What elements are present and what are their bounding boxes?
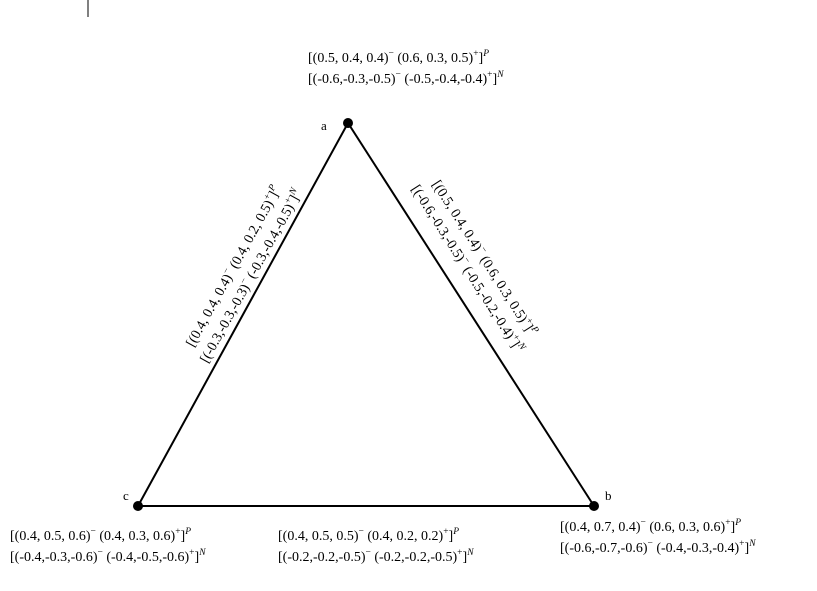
edge-bc-label: [(0.4, 0.5, 0.5)− (0.4, 0.2, 0.2)+]P [(-… [278,527,474,565]
vertex-b-label: [(0.4, 0.7, 0.4)− (0.6, 0.3, 0.6)+]P [(-… [560,518,756,556]
vertex-a-node [343,118,353,128]
vertex-b-name: b [605,488,612,503]
vertex-c-name: c [123,488,129,503]
vertex-a-p-line: [(0.5, 0.4, 0.4)− (0.6, 0.3, 0.5)+]P [308,49,489,66]
vertex-c-p-line: [(0.4, 0.5, 0.6)− (0.4, 0.3, 0.6)+]P [10,527,191,544]
vertex-c-n-line: [(-0.4,-0.3,-0.6)− (-0.4,-0.5,-0.6)+]N [10,548,206,565]
vertex-b-n-line: [(-0.6,-0.7,-0.6)− (-0.4,-0.3,-0.4)+]N [560,539,756,556]
edge-ab [347,122,595,507]
edge-ac [137,122,349,507]
edge-ac-label: [(0.4, 0.4, 0.4)− (0.4, 0.2, 0.5)+]P [(-… [184,183,306,366]
edge-ab-label: [(0.5, 0.4, 0.4)− (0.6, 0.3, 0.5)+]P [(-… [408,177,541,357]
vertex-c-node [133,501,143,511]
vertex-b-node [589,501,599,511]
vertex-c-label: [(0.4, 0.5, 0.6)− (0.4, 0.3, 0.6)+]P [(-… [10,527,206,565]
vertex-a-n-line: [(-0.6,-0.3,-0.5)− (-0.5,-0.4,-0.4)+]N [308,70,504,87]
edge-bc-n-line: [(-0.2,-0.2,-0.5)− (-0.2,-0.2,-0.5)+]N [278,548,474,565]
vertex-a-name: a [321,118,327,133]
edge-ab-n-line: [(-0.6,-0.3,-0.5)− (-0.5,-0.2,-0.4)+]N [408,182,528,357]
edge-ac-n-line: [(-0.3,-0.3,-0.3)− (-0.3,-0.4,-0.5)+]N [196,186,306,366]
vertex-a-label: [(0.5, 0.4, 0.4)− (0.6, 0.3, 0.5)+]P [(-… [308,49,504,87]
vertex-b-p-line: [(0.4, 0.7, 0.4)− (0.6, 0.3, 0.6)+]P [560,518,741,535]
edge-bc-p-line: [(0.4, 0.5, 0.5)− (0.4, 0.2, 0.2)+]P [278,527,459,544]
edge-ab-p-line: [(0.5, 0.4, 0.4)− (0.6, 0.3, 0.5)+]P [429,177,541,339]
